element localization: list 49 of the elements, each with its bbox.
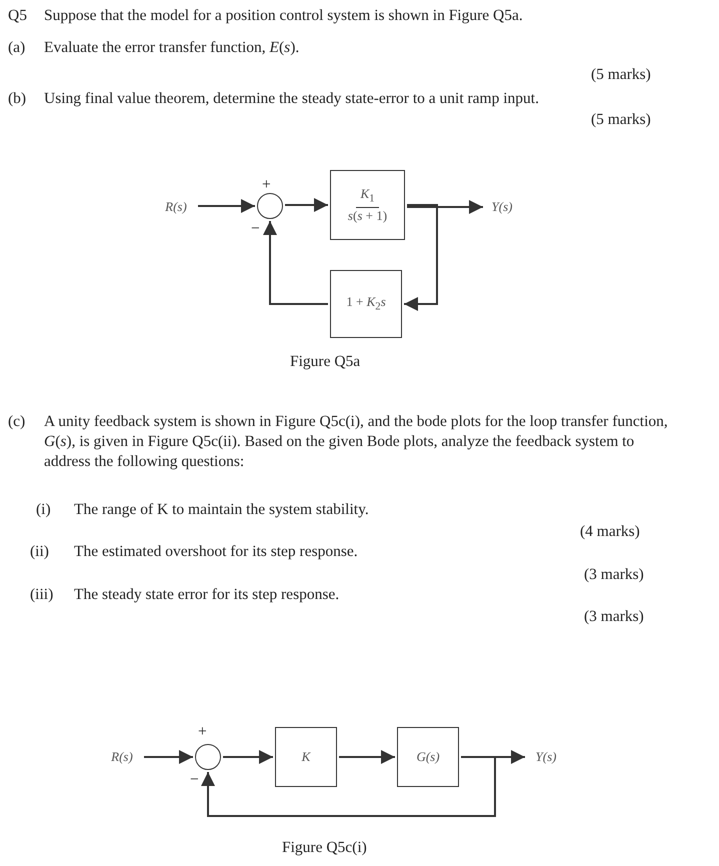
signal-arrow: [223, 750, 273, 764]
question-number: (iii): [30, 585, 54, 605]
question-text: The range of K to maintain the system stability.: [74, 500, 369, 520]
block-formula: G(s): [416, 749, 440, 765]
signal-arrow: [285, 198, 328, 212]
fraction-denominator: s(s + 1): [348, 208, 388, 224]
fraction-numerator: K$_{1}$: [356, 186, 379, 208]
question-number: (i): [36, 500, 51, 520]
signal-arrow: [198, 199, 255, 213]
question-text: The estimated overshoot for its step response.: [74, 542, 358, 562]
question-text: A unity feedback system is shown in Figure Q5c(i), and the bode plots for the loop transfer function, G(s), is given in Figure Q5c(ii). Based on the given Bode plots, analyze the feedback system to address the following questions:: [44, 412, 669, 472]
question-text: Evaluate the error transfer function, E(s).: [44, 38, 300, 58]
marks-label: (3 marks): [584, 607, 644, 627]
question-text: Using final value theorem, determine the steady state-error to a unit ramp input.: [44, 89, 539, 109]
transfer-function-block: [397, 727, 459, 787]
block-formula: K: [302, 749, 310, 765]
question-number: (c): [8, 412, 26, 432]
question-number: (a): [8, 38, 26, 58]
summing-junction: [257, 193, 283, 219]
signal-arrow: [339, 750, 395, 764]
signal-arrow: [263, 221, 328, 305]
marks-label: (3 marks): [584, 565, 644, 585]
question-number: (ii): [30, 542, 49, 562]
marks-label: (5 marks): [591, 65, 651, 85]
transfer-function-block: [330, 170, 405, 240]
question-number: (b): [8, 89, 26, 109]
question-number: Q5: [8, 6, 27, 26]
signal-arrow: [144, 750, 193, 764]
marks-label: (5 marks): [591, 110, 651, 130]
marks-label: (4 marks): [580, 522, 640, 542]
sign-label: −: [190, 770, 199, 790]
sign-label: +: [262, 175, 271, 195]
signal-label: R(s): [102, 747, 142, 767]
sign-label: +: [198, 722, 207, 742]
figure-caption: Figure Q5c(i): [282, 838, 367, 858]
signal-arrow: [404, 204, 438, 311]
question-text: Suppose that the model for a position control system is shown in Figure Q5a.: [44, 6, 523, 26]
transfer-function-block: [275, 727, 337, 787]
transfer-function-block: [330, 270, 402, 338]
sign-label: −: [251, 219, 260, 239]
figure-caption: Figure Q5a: [290, 352, 360, 372]
signal-label: Y(s): [485, 197, 519, 217]
question-text: The steady state error for its step response.: [74, 585, 340, 605]
signal-arrow: [201, 756, 496, 817]
signal-label: Y(s): [527, 747, 565, 767]
signal-arrow: [407, 200, 483, 214]
block-formula: 1 + K$_{2}$s: [346, 294, 386, 314]
summing-junction: [195, 744, 221, 770]
signal-label: R(s): [156, 197, 196, 217]
